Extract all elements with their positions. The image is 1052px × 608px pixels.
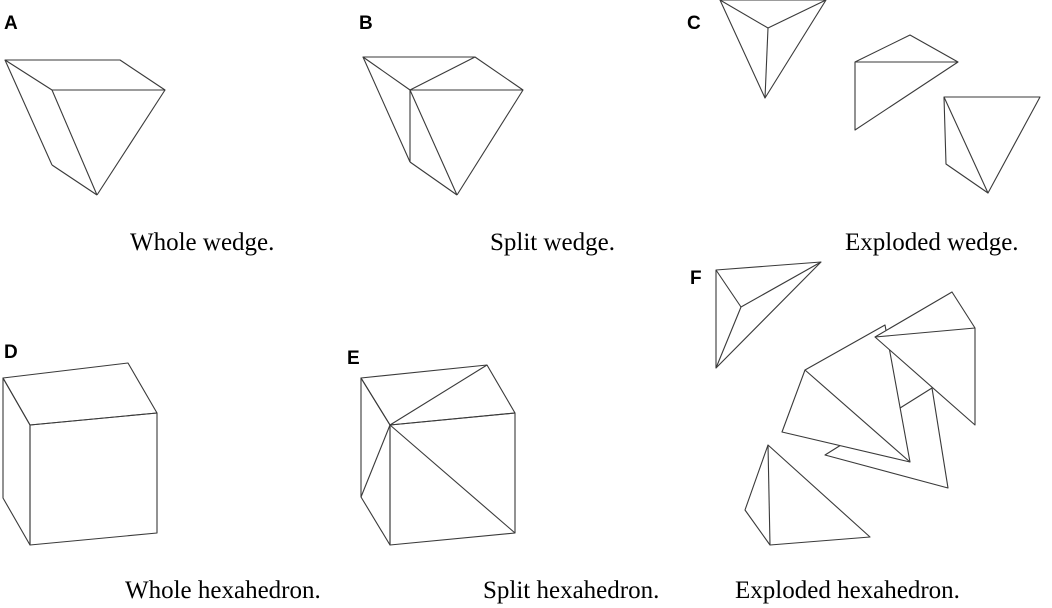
split-wedge-drawing xyxy=(362,56,524,196)
panel-e-letter: E xyxy=(347,348,360,369)
hex-left-face xyxy=(2,377,31,546)
panel-c-caption: Exploded wedge. xyxy=(845,229,1019,256)
wedge-left-edge xyxy=(4,59,53,166)
panel-f-caption: Exploded hexahedron. xyxy=(735,577,960,604)
hex-tetra-2-edge-a xyxy=(874,327,976,338)
split-hex-left-diagonal xyxy=(360,424,391,498)
hex-tetra-1 xyxy=(715,261,822,369)
wedge-top-face xyxy=(4,59,166,91)
split-hex-top-diagonal xyxy=(389,364,488,426)
split-wedge-right-edge xyxy=(456,89,524,196)
panel-b-letter: B xyxy=(359,13,373,34)
panel-e-caption: Split hexahedron. xyxy=(483,577,660,604)
panel-b-caption: Split wedge. xyxy=(490,229,615,256)
wedge-tetra-1-edge-b xyxy=(767,0,827,29)
wedge-bottom-edge xyxy=(51,164,98,196)
split-wedge-bottom-edge xyxy=(409,161,458,196)
panel-f-letter: F xyxy=(690,268,702,289)
panel-d-letter: D xyxy=(4,342,18,363)
wedge-tetra-1-edge-a xyxy=(719,0,769,29)
split-hexahedron-drawing xyxy=(360,364,516,546)
panel-d-caption: Whole hexahedron. xyxy=(125,577,321,604)
hex-tetra-1-edge-b xyxy=(740,261,822,308)
wedge-tetra-1 xyxy=(719,0,827,99)
split-wedge-left-edge xyxy=(362,56,411,163)
hex-tetra-1-edge-c xyxy=(715,306,742,369)
hex-front-face xyxy=(29,412,158,546)
exploded-hexahedron-drawing xyxy=(715,261,976,546)
split-wedge-top-diagonal xyxy=(409,56,476,91)
whole-hexahedron-drawing xyxy=(2,362,158,546)
hex-tetra-5-edge-a xyxy=(767,444,771,546)
split-hex-front-diagonal xyxy=(389,424,516,534)
hex-tetra-3 xyxy=(781,324,911,463)
wedge-tetra-3-edge-a xyxy=(943,96,989,194)
panel-c-letter: C xyxy=(687,13,701,34)
hex-tetra-1-edge-a xyxy=(715,269,742,308)
panel-a-caption: Whole wedge. xyxy=(130,229,275,256)
wedge-tetra-3 xyxy=(943,96,1041,194)
wedge-tetra-1-edge-c xyxy=(764,27,769,99)
whole-wedge-drawing xyxy=(4,59,166,196)
hex-tetra-3-edge-a xyxy=(804,369,911,463)
exploded-wedge-drawing xyxy=(719,0,1041,194)
wedge-front-edge xyxy=(51,89,98,196)
panel-a-letter: A xyxy=(4,13,18,34)
wedge-tetra-2 xyxy=(854,34,959,131)
wedge-right-edge xyxy=(96,89,166,196)
split-wedge-front-edge xyxy=(409,89,458,196)
